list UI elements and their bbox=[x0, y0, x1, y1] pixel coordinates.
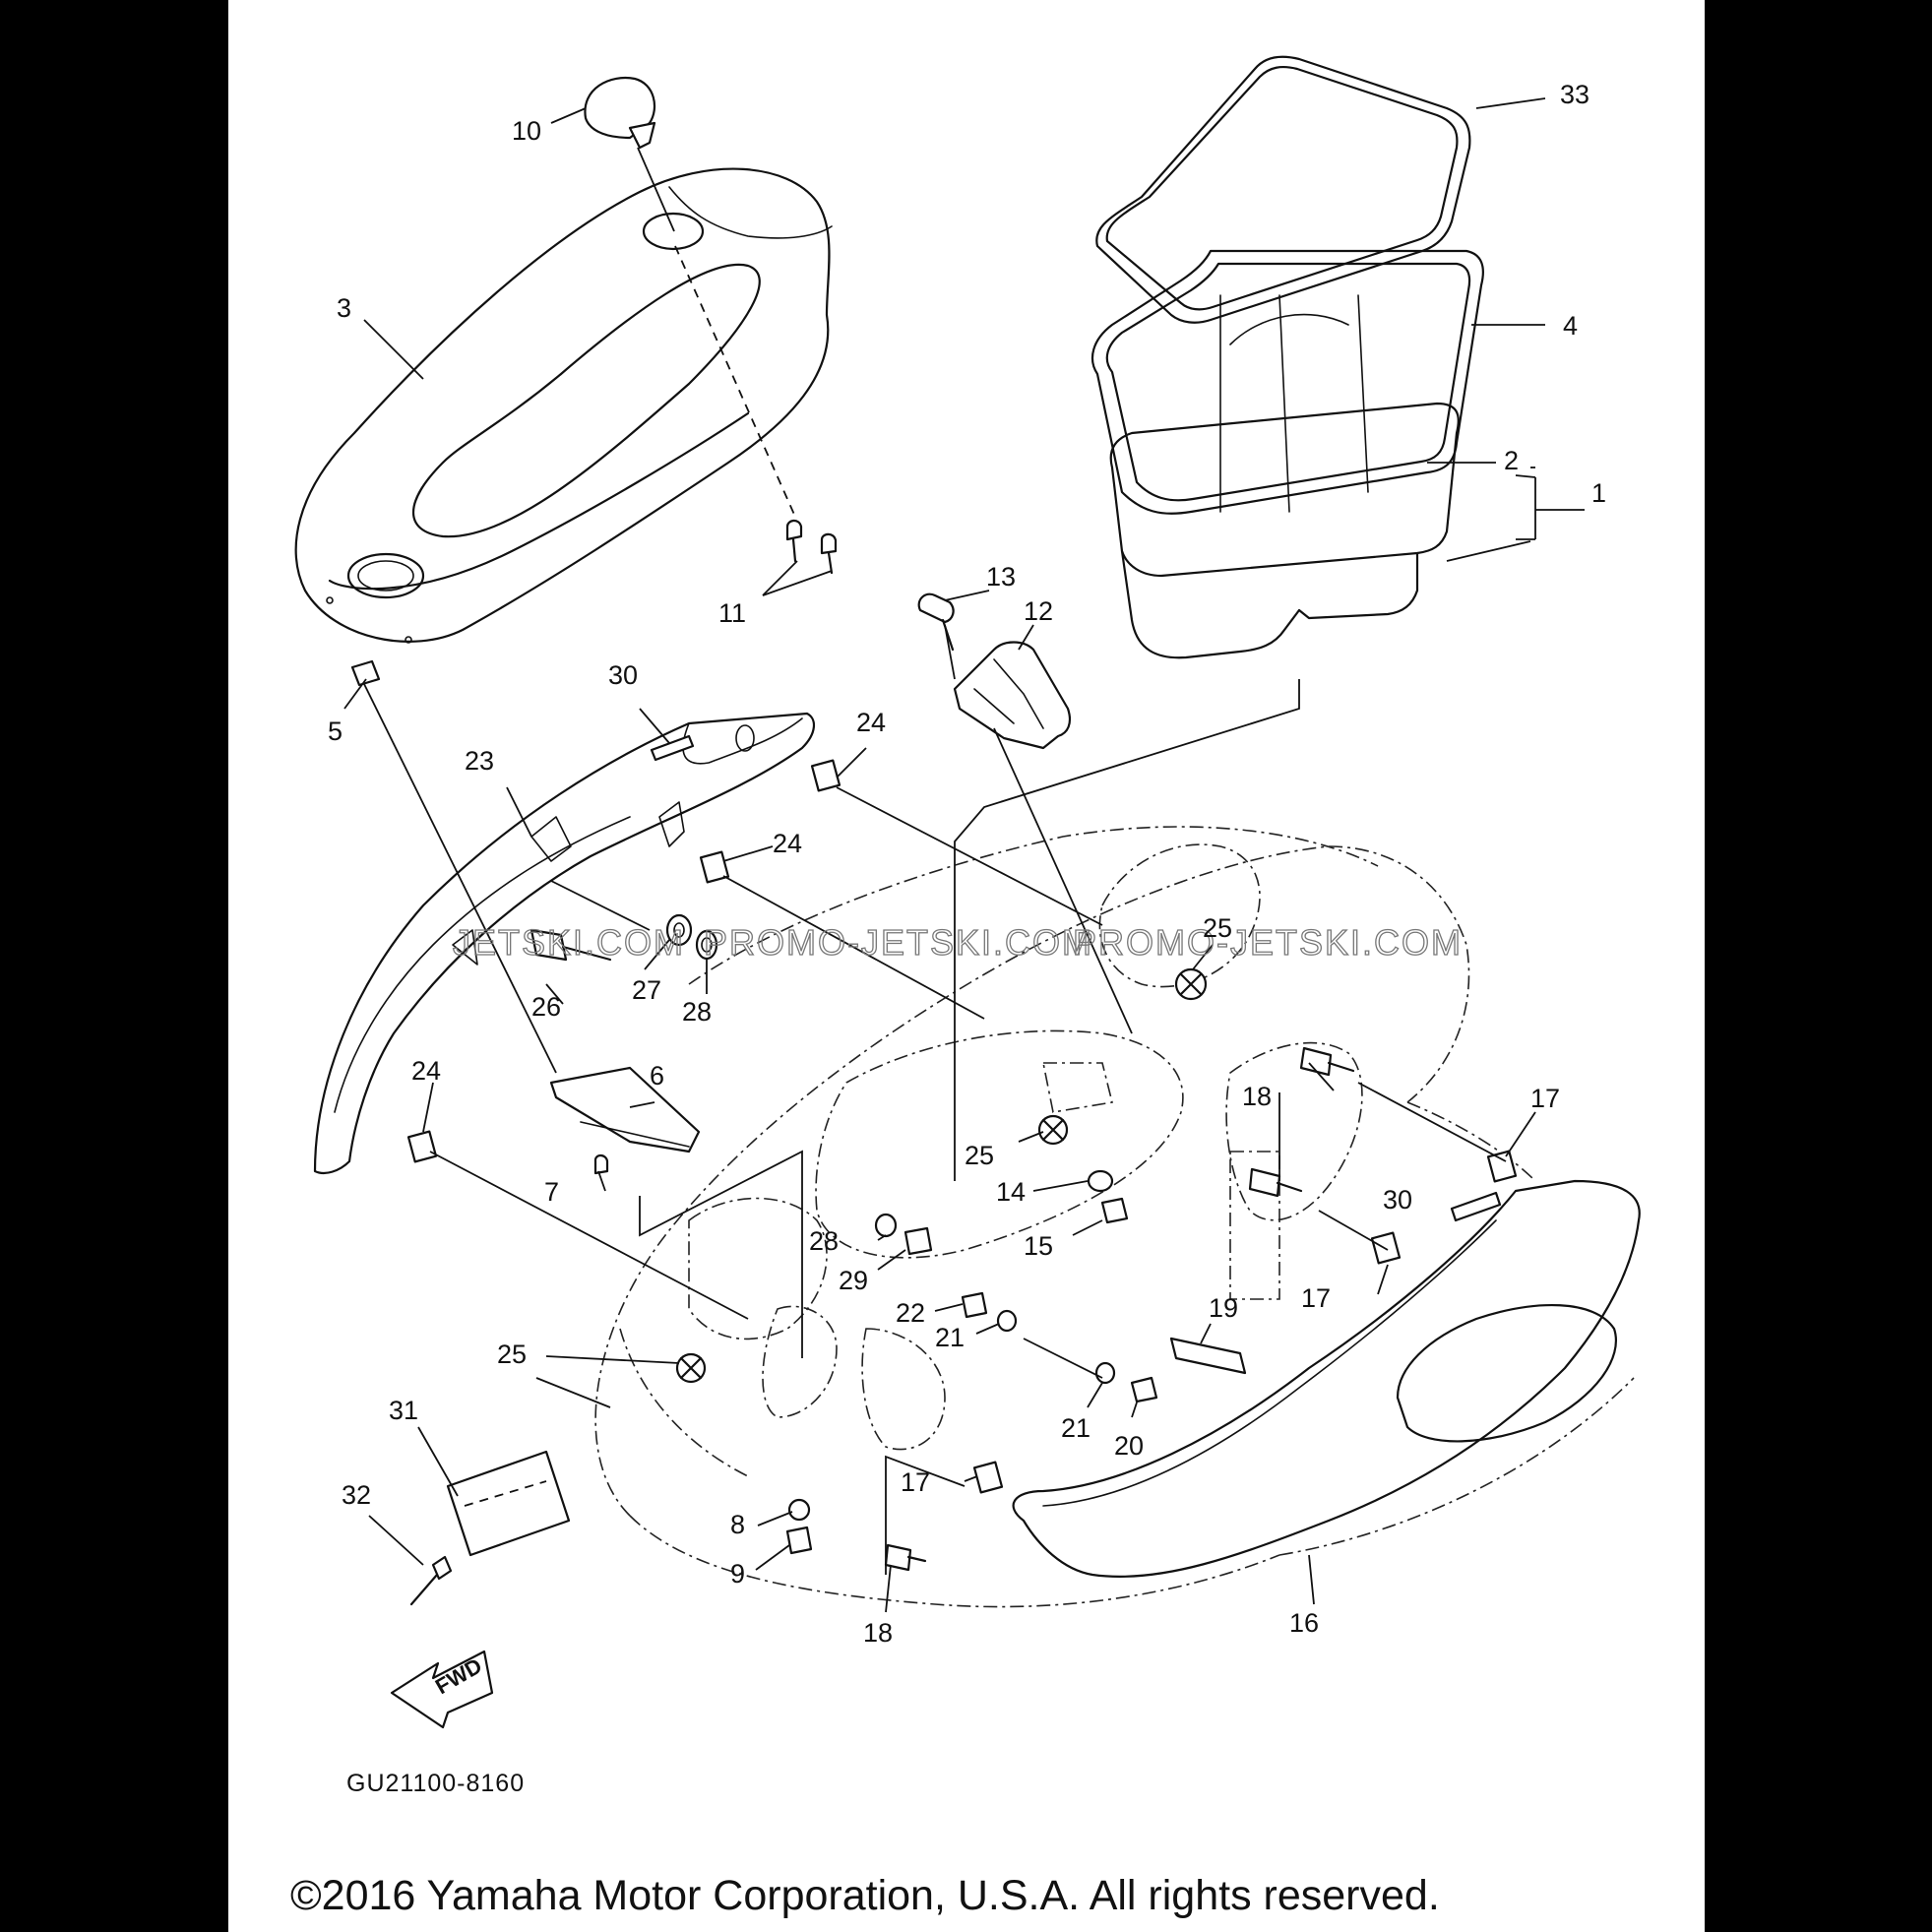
callout-18-a: 18 bbox=[1242, 1082, 1272, 1111]
watermark-promo-jetski-2: PROMO-JETSKI.COM bbox=[1073, 922, 1463, 963]
callout-28-a: 28 bbox=[682, 997, 712, 1027]
callout-29: 29 bbox=[839, 1266, 868, 1295]
drawing-code: GU21100-8160 bbox=[346, 1770, 525, 1797]
callout-23: 23 bbox=[465, 746, 494, 776]
copyright-notice: ©2016 Yamaha Motor Corporation, U.S.A. A… bbox=[290, 1872, 1440, 1919]
watermark-promo-jetski-1: PROMO-JETSKI.COM bbox=[704, 922, 1093, 963]
callout-numbers: 1 2 3 4 5 6 7 8 9 10 11 12 13 14 15 16 1… bbox=[328, 80, 1606, 1648]
callout-24-a: 24 bbox=[856, 708, 886, 737]
part-2-storage-box bbox=[1109, 294, 1460, 659]
part-12-bracket bbox=[953, 641, 1072, 750]
part-10-cover-knob bbox=[584, 76, 656, 150]
callout-31: 31 bbox=[389, 1396, 418, 1425]
part-13-screw bbox=[917, 592, 955, 652]
callout-2: 2 bbox=[1504, 446, 1519, 475]
callout-15: 15 bbox=[1024, 1231, 1053, 1261]
connection-lines bbox=[363, 147, 1507, 1575]
callout-33: 33 bbox=[1560, 80, 1589, 109]
part-23-side-rail bbox=[313, 712, 815, 1175]
callout-18-b: 18 bbox=[863, 1618, 893, 1648]
part-4-seal bbox=[1091, 249, 1484, 515]
callout-24-c: 24 bbox=[411, 1056, 441, 1086]
callout-32: 32 bbox=[342, 1480, 371, 1510]
callout-10: 10 bbox=[512, 116, 541, 146]
callout-21-b: 21 bbox=[1061, 1413, 1091, 1443]
watermark-jetski: JETSKI.COM bbox=[453, 922, 685, 963]
callout-24-b: 24 bbox=[773, 829, 802, 858]
callout-12: 12 bbox=[1024, 596, 1053, 626]
hull-phantom-outline bbox=[594, 826, 1635, 1608]
callout-17-b: 17 bbox=[1301, 1283, 1331, 1313]
callout-9: 9 bbox=[730, 1559, 745, 1589]
callout-7: 7 bbox=[544, 1177, 559, 1207]
callout-22: 22 bbox=[896, 1298, 925, 1328]
callout-30-b: 30 bbox=[1383, 1185, 1412, 1215]
part-3-hatch-cover bbox=[294, 167, 833, 644]
callout-28-b: 28 bbox=[809, 1226, 839, 1256]
callout-3: 3 bbox=[337, 293, 351, 323]
callout-25-a: 25 bbox=[1203, 913, 1232, 943]
part-6-latch-bracket bbox=[549, 1066, 701, 1153]
part-33-seal bbox=[1095, 55, 1471, 324]
part-16-side-rail bbox=[1012, 1179, 1641, 1579]
callout-16: 16 bbox=[1289, 1608, 1319, 1638]
callout-26: 26 bbox=[531, 992, 561, 1022]
callout-8: 8 bbox=[730, 1510, 745, 1539]
callout-17-a: 17 bbox=[1530, 1084, 1560, 1113]
callout-6: 6 bbox=[650, 1061, 664, 1091]
callout-20: 20 bbox=[1114, 1431, 1144, 1461]
hardware-small-parts bbox=[350, 519, 1518, 1606]
callout-13: 13 bbox=[986, 562, 1016, 592]
callout-30-a: 30 bbox=[608, 660, 638, 690]
callout-11: 11 bbox=[718, 598, 746, 628]
callout-4: 4 bbox=[1563, 311, 1578, 341]
diagram-paper bbox=[228, 0, 1705, 1932]
callout-25-b: 25 bbox=[965, 1141, 994, 1170]
callout-27: 27 bbox=[632, 975, 661, 1005]
callout-5: 5 bbox=[328, 717, 343, 746]
callout-leaders bbox=[343, 97, 1585, 1613]
callout-19: 19 bbox=[1209, 1293, 1238, 1323]
callout-14: 14 bbox=[996, 1177, 1026, 1207]
callout-1: 1 bbox=[1591, 478, 1606, 508]
callout-25-c: 25 bbox=[497, 1340, 527, 1369]
callout-17-c: 17 bbox=[901, 1467, 930, 1497]
watermark-row: JETSKI.COM PROMO-JETSKI.COM PROMO-JETSKI… bbox=[452, 921, 1463, 963]
callout-21-a: 21 bbox=[935, 1323, 965, 1352]
